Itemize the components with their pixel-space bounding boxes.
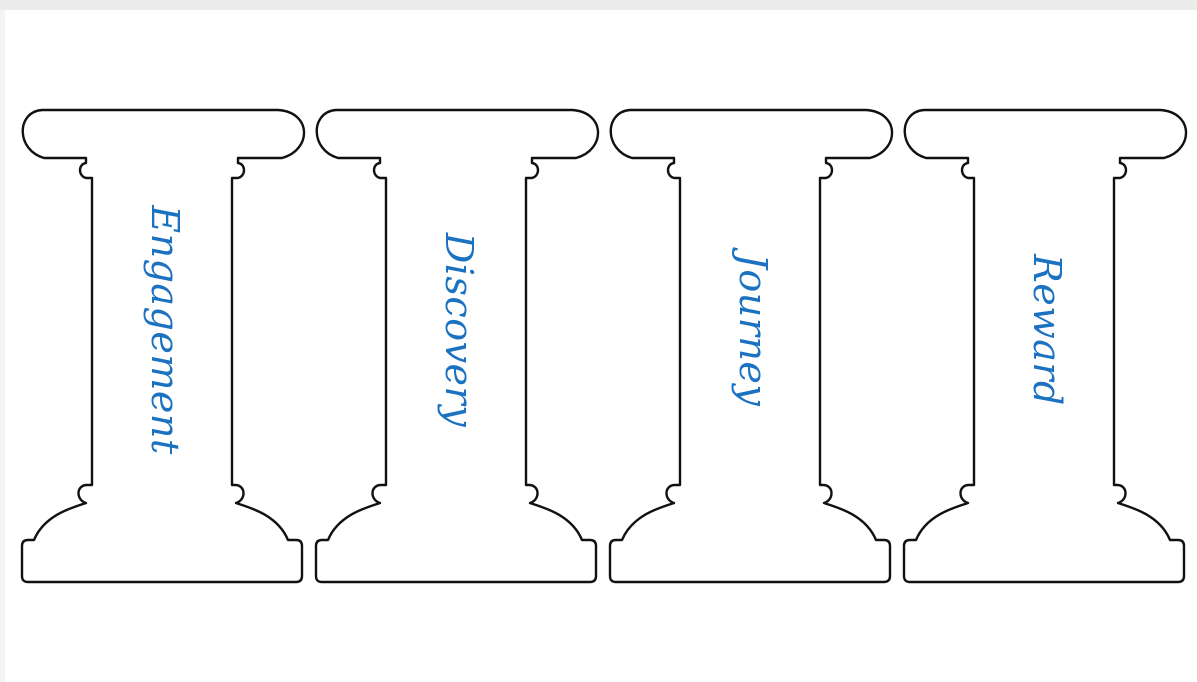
pillar-icon: [20, 108, 306, 584]
pillar-icon: [314, 108, 600, 584]
pillar-label-engagement: Engagement: [143, 205, 187, 455]
pillar-discovery: Discovery: [314, 0, 604, 682]
left-border: [0, 10, 5, 682]
pillar-engagement: Engagement: [20, 0, 310, 682]
pillar-journey: Journey: [608, 0, 898, 682]
pillar-label-journey: Journey: [731, 253, 775, 407]
pillar-icon: [902, 108, 1188, 584]
pillar-reward: Reward: [902, 0, 1192, 682]
pillar-label-reward: Reward: [1025, 254, 1069, 406]
pillar-label-discovery: Discovery: [437, 232, 481, 428]
top-border: [0, 0, 1197, 10]
pillar-icon: [608, 108, 894, 584]
